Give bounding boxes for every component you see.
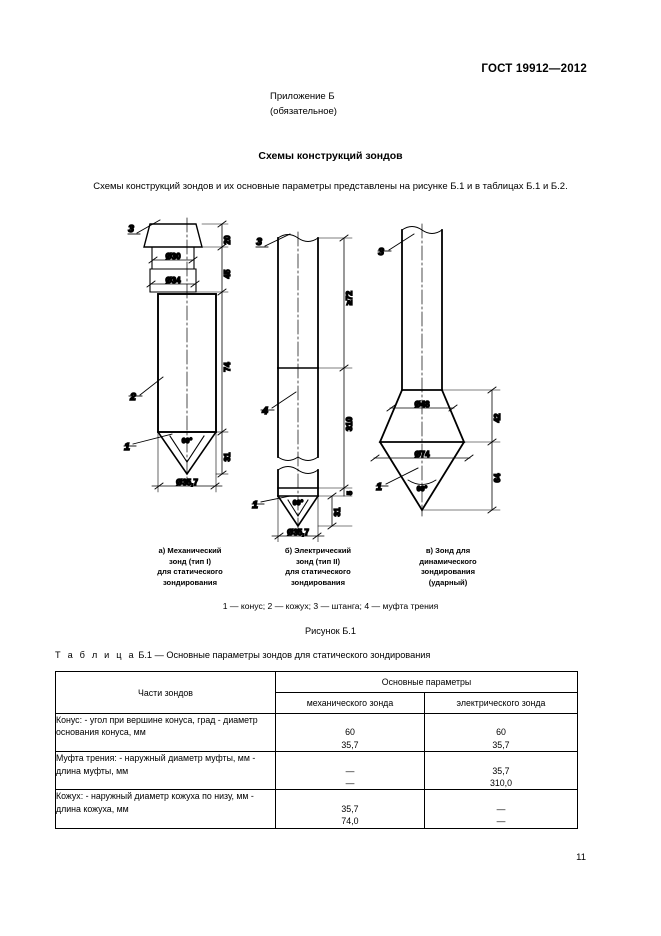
figure-drawing-area: 3 2 1 20 45 74 31 Ø30 Ø34 Ø35,7 60° [0,212,661,542]
table-cell-elec-friction-sleeve: 35,7 310,0 [423,751,579,791]
diagram-a-diam-30: Ø30 [165,252,181,261]
table-cell-group-casing: Кожух: - наружный диаметр кожуха по низу… [55,789,276,829]
table-header-parts: Части зондов [55,671,276,714]
diagram-c-angle-60: 60° [417,485,428,493]
table-cell-elec-casing: — — [423,789,579,829]
diagram-b-angle-60: 60° [293,499,304,507]
diagram-b-callout-4: 4 [261,405,268,417]
diagram-b-dim-31: 31 [333,507,342,516]
diagram-c-dynamic-probe [370,223,501,517]
diagram-b-diam-357: Ø35,7 [287,528,309,537]
table-caption: Т а б л и ц а Б.1 — Основные параметры з… [55,650,430,660]
diagram-a-dim-45: 45 [223,269,232,278]
section-title: Схемы конструкций зондов [258,150,403,162]
diagram-a-mechanical-probe [123,217,229,493]
caption-a-line1: а) Механический [158,546,222,555]
diagram-a-dim-20: 20 [223,235,232,244]
diagram-b-dim-310: 310 [344,417,354,431]
page-number: 11 [576,852,586,863]
figure-number: Рисунок Б.1 [305,626,356,636]
caption-c-line2: динамического [419,556,477,566]
caption-b-line1: б) Электрический [284,546,352,555]
diagram-a-callout-1: 1 [124,441,130,453]
caption-b-line3: для статического [285,567,351,576]
table-cell-elec-cone: 60 35,7 [423,712,579,753]
table-header-mechanical: механического зонда [275,692,425,714]
table-caption-number: Б.1 [138,650,153,660]
diagram-a-callout-3: 3 [128,223,134,235]
diagram-b-electric-probe [251,231,353,542]
table-row: Кожух: - наружный диаметр кожуха по низу… [55,789,579,829]
table-header-row-1: Части зондов Основные параметры [55,671,578,714]
diagram-c-callout-3: 3 [378,246,384,258]
diagram-a-dim-31: 31 [223,452,232,461]
diagram-c-diam-48: Ø48 [414,400,430,409]
table-row: Муфта трения: - наружный диаметр муфты, … [55,751,579,791]
table-header-electric: электрического зонда [423,692,579,714]
probe-schematics-svg: 3 2 1 20 45 74 31 Ø30 Ø34 Ø35,7 60° [123,217,503,542]
diagram-b-callout-1: 1 [252,499,258,511]
caption-electric-probe: б) Электрический зонд (тип II) для стати… [253,546,383,588]
table-caption-text: — Основные параметры зондов для статичес… [154,650,431,660]
table-cell-group-friction-sleeve: Муфта трения: - наружный диаметр муфты, … [55,751,276,791]
diagram-b-dim-5: 5 [347,491,354,495]
caption-a-line4: зондирования [162,577,218,587]
caption-b-line4: зондирования [290,577,346,587]
caption-a-line2: зонд (тип I) [169,556,211,566]
annex-block: Приложение Б (обязательное) [270,89,337,119]
diagram-c-diam-74: Ø74 [414,450,430,459]
table-header-row-2: механического зонда электрического зонда [56,692,579,714]
annex-subtitle: (обязательное) [270,106,337,117]
diagram-a-callout-2: 2 [129,391,136,403]
table-caption-label: Т а б л и ц а [55,650,136,660]
figure-captions: а) Механический зонд (тип I) для статиче… [0,546,661,596]
annex-title: Приложение Б [270,91,335,102]
parameters-table: Части зондов Основные параметры механиче… [55,671,579,829]
diagram-a-angle-60: 60° [182,437,193,445]
diagram-c-callout-1: 1 [376,481,382,493]
intro-paragraph: Схемы конструкций зондов и их основные п… [93,181,568,192]
figure-legend: 1 — конус; 2 — кожух; 3 — штанга; 4 — му… [222,601,439,611]
standard-header: ГОСТ 19912—2012 [481,63,587,75]
diagram-a-dim-74: 74 [222,362,232,372]
diagram-a-diam-34: Ø34 [165,276,181,285]
table-cell-mech-cone: 60 35,7 [275,712,425,753]
table-row: Конус: - угол при вершине конуса, град -… [55,712,579,753]
diagram-b-dim-72: ≥72 [344,291,354,305]
caption-a-line3: для статического [157,567,223,576]
table-header-main-params: Основные параметры [275,671,578,693]
caption-c-line1: в) Зонд для [425,546,471,555]
diagram-b-callout-3: 3 [256,236,262,248]
caption-mechanical-probe: а) Механический зонд (тип I) для статиче… [125,546,255,588]
diagram-c-dim-64: 64 [493,473,502,482]
caption-b-line2: зонд (тип II) [295,556,341,566]
caption-c-line4: (ударный) [428,577,468,587]
diagram-c-dim-42: 42 [493,413,502,422]
caption-c-line3: зондирования [420,567,476,576]
table-cell-mech-friction-sleeve: — — [275,751,425,791]
table-cell-group-cone: Конус: - угол при вершине конуса, град -… [55,712,276,753]
diagram-a-diam-357: Ø35,7 [176,478,198,487]
table-cell-mech-casing: 35,7 74,0 [275,789,425,829]
caption-dynamic-probe: в) Зонд для динамического зондирования (… [383,546,513,588]
